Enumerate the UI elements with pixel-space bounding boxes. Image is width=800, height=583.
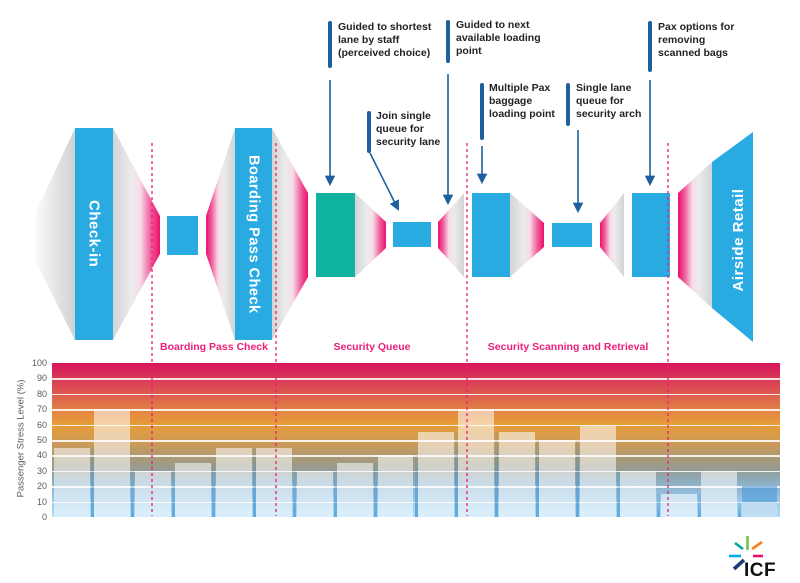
queue-node-1 [167, 216, 198, 255]
phase-label-security-queue: Security Queue [333, 341, 411, 353]
stress-bar-8 [337, 463, 373, 517]
bar-separator-11 [495, 432, 499, 517]
callout-tick-2 [367, 111, 371, 153]
station-label-airside-retail: Airside Retail [729, 188, 747, 292]
y-tick-label-100: 100 [31, 358, 47, 368]
gridline-90 [52, 378, 780, 380]
connector-diverge-3 [600, 193, 624, 277]
y-tick-label-20: 20 [36, 481, 47, 492]
bar-separator-16 [697, 493, 701, 517]
station-label-boarding-pass: Boarding Pass Check [245, 154, 262, 314]
callout-join-single-queue: Join single queue for security lane [376, 110, 441, 149]
bar-separator-3 [171, 470, 175, 517]
stress-bar-4 [175, 463, 212, 517]
callout-multiple-pax-loading: Multiple Pax baggage loading point [489, 82, 555, 121]
connector-converge-4 [510, 193, 544, 277]
loading-point-node [472, 193, 510, 277]
gridline-70 [52, 409, 780, 411]
bar-separator-7 [333, 470, 337, 517]
stress-bar-1 [54, 447, 90, 517]
bar-separator-8 [374, 463, 378, 517]
callout-next-loading-point: Guided to next available loading point [456, 19, 541, 58]
callout-pax-options-bags: Pax options for removing scanned bags [658, 21, 735, 60]
callout-tick-4 [480, 83, 484, 140]
stress-bar-16 [660, 493, 697, 517]
stress-bar-3 [134, 470, 171, 517]
stress-bar-13 [539, 440, 576, 517]
single-queue-teal-node [316, 193, 355, 277]
bar-separator-12 [535, 440, 539, 517]
connector-diverge-2 [438, 193, 464, 277]
bag-retrieval-node [632, 193, 670, 277]
stress-chart-plot [52, 363, 780, 517]
callout-tick-5 [566, 83, 570, 126]
bar-separator-9 [414, 455, 418, 517]
callout-guided-shortest-lane: Guided to shortest lane by staff (percei… [338, 21, 432, 60]
y-tick-label-30: 30 [36, 465, 47, 476]
connector-diverge-4 [678, 162, 712, 308]
callout-tick-1 [328, 21, 332, 68]
connector-converge-3 [355, 193, 386, 277]
gridline-60 [52, 424, 780, 427]
stress-bar-12 [498, 432, 535, 517]
bar-separator-10 [454, 432, 458, 517]
stress-bar-7 [296, 470, 333, 517]
connector-converge-2 [272, 128, 308, 340]
y-tick-label-60: 60 [36, 419, 47, 430]
stress-bar-10 [418, 432, 454, 517]
stress-bar-18 [741, 501, 778, 517]
y-tick-label-90: 90 [36, 373, 47, 384]
bar-separator-17 [738, 501, 742, 517]
y-tick-label-40: 40 [36, 450, 47, 461]
y-tick-label-80: 80 [36, 388, 47, 399]
bar-separator-14 [616, 470, 620, 517]
bar-separator-2 [131, 470, 135, 517]
security-lane-node [393, 222, 431, 247]
bar-separator-13 [576, 440, 580, 517]
connector-diverge-1 [206, 128, 235, 340]
y-tick-label-70: 70 [36, 404, 47, 415]
stress-bar-2 [94, 409, 131, 517]
bar-separator-6 [293, 470, 297, 517]
y-tick-label-0: 0 [41, 512, 47, 522]
arrow-join-single-queue [369, 152, 399, 211]
stress-bar-15 [620, 470, 657, 517]
phase-label-security-scanning: Security Scanning and Retrieval [487, 341, 649, 353]
callout-tick-6 [648, 21, 652, 72]
y-tick-label-50: 50 [36, 435, 47, 445]
bar-separator-4 [212, 463, 216, 517]
station-label-checkin: Check-in [85, 200, 103, 268]
gridline-80 [52, 393, 780, 396]
y-tick-label-10: 10 [36, 496, 47, 507]
bar-separator-1 [90, 447, 94, 517]
stress-bar-6 [256, 447, 293, 517]
security-arch-queue-node [552, 223, 592, 247]
lead-in-wedge [35, 128, 75, 340]
callout-tick-3 [446, 20, 450, 63]
gridline-50 [52, 440, 780, 442]
bar-separator-5 [252, 447, 256, 517]
stress-bar-17 [701, 470, 737, 517]
stress-bar-5 [215, 447, 252, 517]
icf-logo-text: ICF [744, 560, 777, 581]
bar-separator-15 [657, 493, 661, 517]
callout-single-lane-arch: Single lane queue for security arch [576, 82, 642, 121]
stress-bar-11 [458, 409, 495, 517]
stress-bar-14 [579, 424, 616, 517]
connector-converge-1 [113, 128, 160, 340]
stress-bar-9 [377, 455, 414, 517]
phase-label-boarding-pass-check: Boarding Pass Check [160, 341, 268, 353]
